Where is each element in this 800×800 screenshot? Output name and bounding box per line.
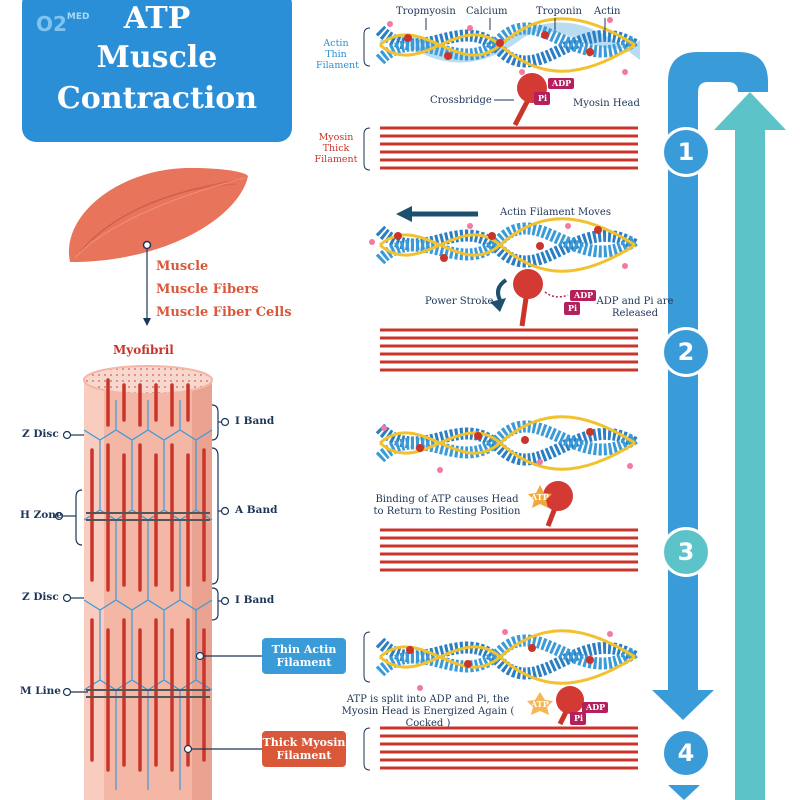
label-tropomyosin: Tropmyosin (396, 6, 456, 17)
step1-filaments (375, 17, 645, 170)
step-3-badge: 3 (661, 527, 711, 577)
title-line-3: Contraction (56, 81, 258, 116)
label-calcium: Calcium (466, 6, 508, 17)
label-h-zone: H Zone (20, 509, 63, 521)
myofibril-cylinder (83, 365, 213, 800)
step1-pointers (363, 18, 606, 171)
myofibril-left-pointers (54, 430, 88, 697)
label-troponin: Troponin (536, 6, 582, 17)
step-2-badge: 2 (661, 327, 711, 377)
label-z-disc-bottom: Z Disc (22, 591, 59, 603)
label-crossbridge: Crossbridge (430, 95, 492, 106)
step-4-badge: 4 (661, 728, 711, 778)
step3-filaments (375, 415, 639, 572)
label-thin-actin-filament: Thin Actin Filament (262, 638, 346, 674)
label-actin-filament-moves: Actin Filament Moves (500, 207, 611, 218)
badge-pi-step2: Pi (568, 303, 578, 313)
label-power-stroke: Power Stroke (425, 296, 494, 307)
myofibril-title: Myofibril (113, 343, 174, 357)
label-atp-binding: Binding of ATP causes Head to Return to … (373, 494, 521, 517)
badge-pi-step4: Pi (574, 713, 584, 723)
badge-atp-step4: ATP (531, 699, 549, 709)
label-myosin-thick-filament: Myosin Thick Filament (314, 132, 358, 165)
label-atp-split: ATP is split into ADP and Pi, the Myosin… (341, 694, 515, 729)
label-actin-thin-filament: Actin Thin Filament (316, 38, 359, 71)
title-panel (22, 0, 292, 142)
brand-logo: O2MED (36, 12, 90, 36)
badge-atp-step3: ATP (531, 492, 549, 502)
label-thick-myosin-filament: Thick Myosin Filament (262, 731, 346, 767)
title-line-1: ATP (123, 1, 191, 36)
label-i-band-bottom: I Band (235, 594, 275, 606)
title-line-2: Muscle (96, 40, 218, 75)
myofibril-right-pointers (183, 404, 262, 754)
label-myosin-head: Myosin Head (573, 98, 640, 109)
label-z-disc-top: Z Disc (22, 428, 59, 440)
badge-adp-step2: ADP (574, 290, 594, 300)
label-adp-pi-released: ADP and Pi are Released (596, 296, 674, 319)
badge-pi-step1: Pi (538, 93, 548, 103)
label-a-band: A Band (235, 504, 278, 516)
badge-adp-step1: ADP (552, 78, 572, 88)
label-i-band-top: I Band (235, 415, 275, 427)
step2-filaments (369, 206, 639, 372)
label-muscle-fiber-cells: Muscle Fiber Cells (156, 305, 292, 320)
label-m-line: M Line (20, 685, 61, 697)
step4-pointers (363, 631, 371, 771)
step4-filaments (375, 629, 639, 770)
badge-adp-step4: ADP (586, 702, 606, 712)
step-1-badge: 1 (661, 127, 711, 177)
muscle-illustration (68, 168, 248, 262)
label-muscle-fibers: Muscle Fibers (156, 282, 259, 297)
label-actin: Actin (594, 6, 621, 17)
label-muscle: Muscle (156, 259, 209, 274)
